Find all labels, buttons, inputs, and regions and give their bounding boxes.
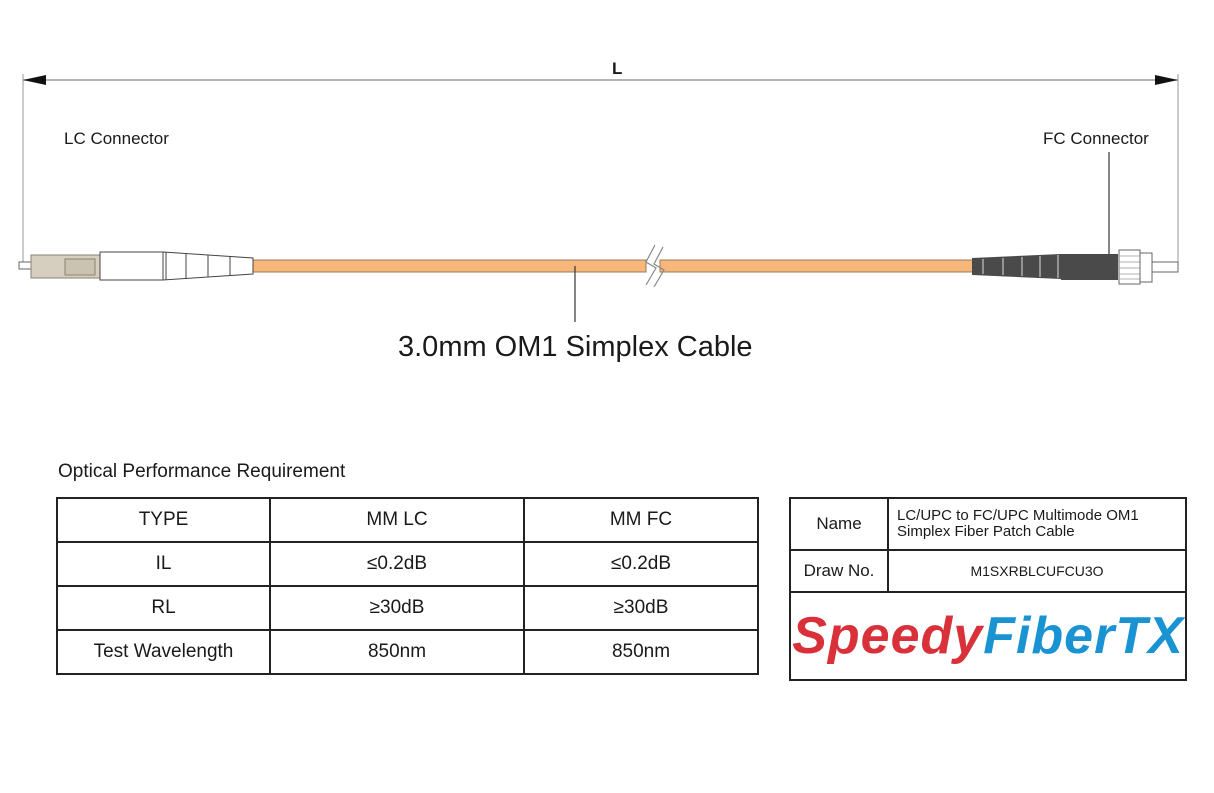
cable-break-icon <box>645 244 665 288</box>
cable <box>252 244 976 322</box>
table-cell: Test Wavelength <box>56 629 271 675</box>
title-block: Name LC/UPC to FC/UPC Multimode OM1 Simp… <box>789 497 1187 681</box>
table-row: Test Wavelength 850nm 850nm <box>56 629 759 675</box>
table-row: RL ≥30dB ≥30dB <box>56 585 759 631</box>
fc-connector-icon <box>972 152 1179 285</box>
name-value: LC/UPC to FC/UPC Multimode OM1 Simplex F… <box>889 499 1185 549</box>
dimension-line <box>22 74 1179 270</box>
cable-label: 3.0mm OM1 Simplex Cable <box>398 331 753 363</box>
dimension-label: L <box>612 59 623 78</box>
performance-table: TYPE MM LC MM FC IL ≤0.2dB ≤0.2dB RL ≥30… <box>56 497 759 675</box>
name-label: Name <box>791 499 889 549</box>
performance-title: Optical Performance Requirement <box>58 461 346 482</box>
cable-drawing <box>18 74 1179 322</box>
logo-text-speedy: Speedy <box>792 607 984 665</box>
header-cell: MM FC <box>523 497 759 543</box>
dimension-arrow-right-icon <box>1155 75 1178 85</box>
table-row: IL ≤0.2dB ≤0.2dB <box>56 541 759 587</box>
draw-number-label: Draw No. <box>791 551 889 591</box>
name-value-line2: Simplex Fiber Patch Cable <box>897 523 1075 540</box>
table-cell: 850nm <box>269 629 525 675</box>
table-cell: IL <box>56 541 271 587</box>
table-cell: ≥30dB <box>269 585 525 631</box>
logo-text-fibertx: FiberTX <box>983 607 1184 665</box>
name-row: Name LC/UPC to FC/UPC Multimode OM1 Simp… <box>791 499 1185 551</box>
fc-connector-label: FC Connector <box>1043 129 1149 148</box>
draw-number-value: M1SXRBLCUFCU3O <box>970 563 1104 579</box>
draw-number-row: Draw No. M1SXRBLCUFCU3O <box>791 551 1185 593</box>
lc-connector-label: LC Connector <box>64 129 169 148</box>
name-value-line1: LC/UPC to FC/UPC Multimode OM1 <box>897 507 1139 524</box>
table-cell: ≤0.2dB <box>523 541 759 587</box>
table-cell: ≥30dB <box>523 585 759 631</box>
dimension-arrow-left-icon <box>23 75 46 85</box>
table-header-row: TYPE MM LC MM FC <box>56 497 759 543</box>
table-cell: ≤0.2dB <box>269 541 525 587</box>
lc-connector-icon <box>18 251 254 281</box>
header-cell: MM LC <box>269 497 525 543</box>
table-cell: 850nm <box>523 629 759 675</box>
table-cell: RL <box>56 585 271 631</box>
header-cell: TYPE <box>56 497 271 543</box>
